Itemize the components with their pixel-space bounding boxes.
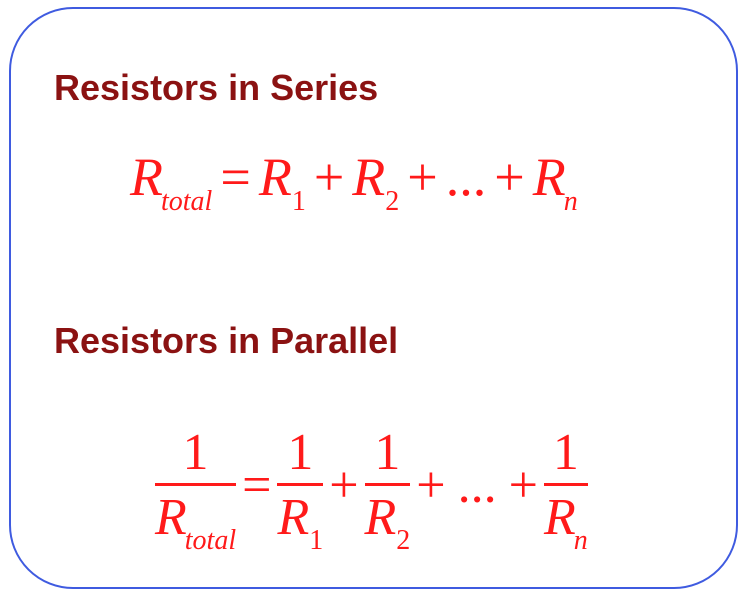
parallel-lhs-numerator: 1 xyxy=(182,423,209,481)
parallel-termn-sub: n xyxy=(573,524,588,556)
parallel-term1-denominator: R1 xyxy=(277,486,323,554)
fraction-bar xyxy=(543,482,588,486)
fraction-bar xyxy=(277,482,324,486)
parallel-term1-numerator: 1 xyxy=(287,423,314,481)
parallel-ellipsis: ... xyxy=(457,456,497,514)
parallel-termn-denominator: Rn xyxy=(543,486,588,554)
parallel-termn-R: R xyxy=(543,488,576,546)
series-plus-3: + xyxy=(494,147,525,207)
parallel-heading: Resistors in Parallel xyxy=(54,320,399,361)
parallel-plus-2: + xyxy=(416,456,446,514)
content-card xyxy=(9,7,738,589)
series-term1-sub: 1 xyxy=(291,186,306,218)
fraction-bar xyxy=(155,482,237,486)
series-lhs-sub: total xyxy=(161,186,213,218)
parallel-term2-numerator: 1 xyxy=(374,423,401,481)
fraction-bar xyxy=(364,482,411,486)
series-formula: Rtotal=R1+R2+...+Rn xyxy=(130,147,578,216)
parallel-lhs-R: R xyxy=(155,488,187,546)
parallel-term2-sub: 2 xyxy=(396,524,411,556)
parallel-lhs-fraction: 1 Rtotal xyxy=(155,423,237,554)
series-heading: Resistors in Series xyxy=(54,67,379,108)
parallel-termn-numerator: 1 xyxy=(552,423,579,481)
parallel-term2-R: R xyxy=(364,488,397,546)
parallel-lhs-sub: total xyxy=(184,524,237,556)
series-lhs-R: R xyxy=(130,147,163,207)
series-plus-2: + xyxy=(407,147,438,207)
parallel-lhs-denominator: Rtotal xyxy=(155,486,236,554)
series-ellipsis: ... xyxy=(445,147,487,207)
series-term2-sub: 2 xyxy=(385,186,400,218)
parallel-term2-denominator: R2 xyxy=(364,486,411,554)
parallel-termn-fraction: 1 Rn xyxy=(543,423,588,554)
series-term1-R: R xyxy=(258,147,292,207)
series-termn-sub: n xyxy=(563,186,578,218)
series-plus-1: + xyxy=(313,147,345,207)
series-equals: = xyxy=(220,147,251,207)
parallel-term1-fraction: 1 R1 xyxy=(277,423,324,554)
parallel-plus-1: + xyxy=(329,456,359,514)
series-term2-R: R xyxy=(352,147,386,207)
parallel-formula: 1 Rtotal = 1 R1 + 1 R2 + ... + 1 Rn xyxy=(155,410,588,560)
series-termn-R: R xyxy=(532,147,566,207)
parallel-term1-R: R xyxy=(277,488,310,546)
parallel-equals: = xyxy=(242,456,272,514)
parallel-term2-fraction: 1 R2 xyxy=(364,423,411,554)
parallel-term1-sub: 1 xyxy=(309,524,324,556)
parallel-plus-3: + xyxy=(508,456,538,514)
